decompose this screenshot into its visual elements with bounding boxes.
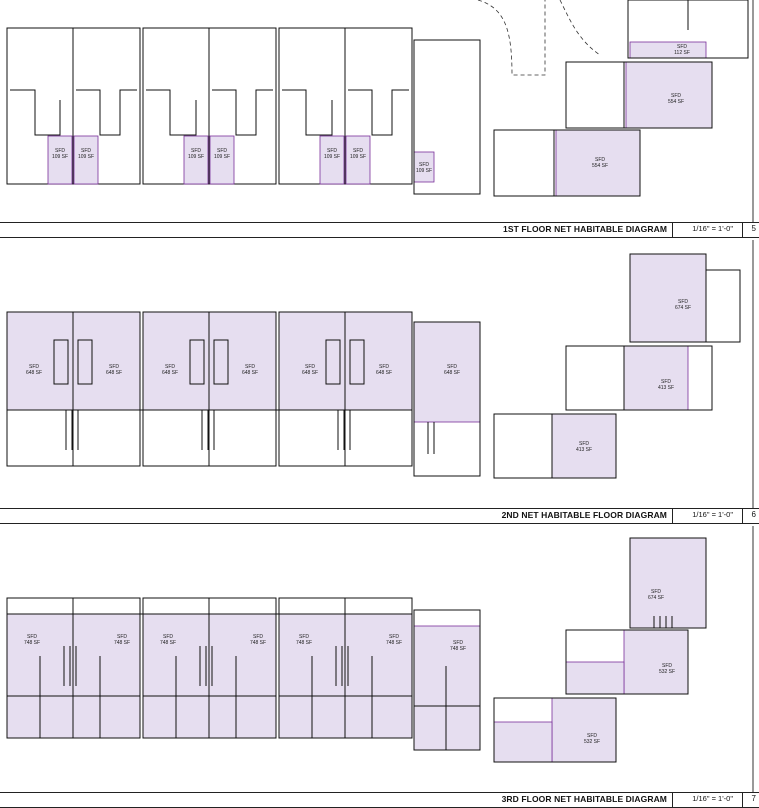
habitable-areas-1 <box>47 41 713 197</box>
unit-label: SFD <box>651 589 661 595</box>
scale-label: 1/16" = 1'-0" <box>692 510 733 519</box>
unit-area: 413 SF <box>576 447 592 453</box>
unit-area: 674 SF <box>675 305 691 311</box>
unit-area: 748 SF <box>450 646 466 652</box>
unit-area: 748 SF <box>250 640 266 646</box>
unit-label: SFD <box>245 364 255 370</box>
unit-labels-2: SFD 648 SF SFD 648 SF SFD 648 SF SFD 648… <box>26 299 691 453</box>
title-block-2: 2ND NET HABITABLE FLOOR DIAGRAM 1/16" = … <box>0 508 759 524</box>
scale-label: 1/16" = 1'-0" <box>692 794 733 803</box>
unit-area: 532 SF <box>659 669 675 675</box>
unit-label: SFD <box>217 148 227 154</box>
unit-area: 748 SF <box>296 640 312 646</box>
unit-label: SFD <box>447 364 457 370</box>
diagram-title: 3RD FLOOR NET HABITABLE DIAGRAM <box>501 794 667 804</box>
scale-label: 1/16" = 1'-0" <box>692 224 733 233</box>
floor-plan-2: SFD 648 SF SFD 648 SF SFD 648 SF SFD 648… <box>6 240 754 508</box>
unit-labels-1: SFD 109 SF SFD 109 SF SFD 109 SF SFD 109… <box>52 44 690 174</box>
unit-area: 109 SF <box>52 154 68 160</box>
unit-area: 109 SF <box>214 154 230 160</box>
unit-label: SFD <box>579 441 589 447</box>
unit-area: 554 SF <box>668 99 684 105</box>
unit-area: 109 SF <box>78 154 94 160</box>
unit-label: SFD <box>327 148 337 154</box>
unit-label: SFD <box>109 364 119 370</box>
unit-area: 648 SF <box>26 370 42 376</box>
habitable-areas-3 <box>6 537 707 763</box>
unit-label: SFD <box>305 364 315 370</box>
unit-label: SFD <box>29 364 39 370</box>
unit-label: SFD <box>677 44 687 50</box>
unit-label: SFD <box>117 634 127 640</box>
floor-diagram-3: SFD 748 SF SFD 748 SF SFD 748 SF SFD 748… <box>0 526 759 808</box>
unit-label: SFD <box>587 733 597 739</box>
unit-area: 109 SF <box>324 154 340 160</box>
unit-area: 674 SF <box>648 595 664 601</box>
unit-label: SFD <box>419 162 429 168</box>
floor-plan-1: SFD 109 SF SFD 109 SF SFD 109 SF SFD 109… <box>6 0 754 222</box>
sheet-number: 6 <box>751 510 756 519</box>
unit-area: 648 SF <box>376 370 392 376</box>
unit-label: SFD <box>678 299 688 305</box>
unit-label: SFD <box>27 634 37 640</box>
unit-area: 648 SF <box>302 370 318 376</box>
unit-labels-3: SFD 748 SF SFD 748 SF SFD 748 SF SFD 748… <box>24 589 675 745</box>
unit-area: 748 SF <box>160 640 176 646</box>
unit-area: 648 SF <box>106 370 122 376</box>
title-block-1: 1ST FLOOR NET HABITABLE DIAGRAM 1/16" = … <box>0 222 759 238</box>
unit-area: 109 SF <box>416 168 432 174</box>
unit-label: SFD <box>299 634 309 640</box>
unit-area: 648 SF <box>444 370 460 376</box>
unit-label: SFD <box>165 364 175 370</box>
townhome-row-1 <box>6 27 413 185</box>
unit-area: 532 SF <box>584 739 600 745</box>
unit-area: 109 SF <box>350 154 366 160</box>
unit-area: 648 SF <box>242 370 258 376</box>
unit-label: SFD <box>191 148 201 154</box>
unit-label: SFD <box>163 634 173 640</box>
unit-label: SFD <box>453 640 463 646</box>
unit-label: SFD <box>253 634 263 640</box>
diagram-title: 2ND NET HABITABLE FLOOR DIAGRAM <box>501 510 667 520</box>
unit-area: 748 SF <box>386 640 402 646</box>
unit-label: SFD <box>81 148 91 154</box>
unit-label: SFD <box>379 364 389 370</box>
unit-area: 112 SF <box>674 50 690 56</box>
floor-diagram-1: SFD 109 SF SFD 109 SF SFD 109 SF SFD 109… <box>0 0 759 238</box>
unit-label: SFD <box>595 157 605 163</box>
diagram-title: 1ST FLOOR NET HABITABLE DIAGRAM <box>503 224 667 234</box>
unit-label: SFD <box>661 379 671 385</box>
unit-label: SFD <box>671 93 681 99</box>
floor-plan-3: SFD 748 SF SFD 748 SF SFD 748 SF SFD 748… <box>6 526 754 792</box>
sheet-number: 5 <box>751 224 756 233</box>
floor-diagram-2: SFD 648 SF SFD 648 SF SFD 648 SF SFD 648… <box>0 240 759 524</box>
unit-area: 109 SF <box>188 154 204 160</box>
unit-label: SFD <box>55 148 65 154</box>
unit-area: 748 SF <box>24 640 40 646</box>
unit-area: 413 SF <box>658 385 674 391</box>
sheet-number: 7 <box>751 794 756 803</box>
unit-label: SFD <box>353 148 363 154</box>
unit-label: SFD <box>389 634 399 640</box>
unit-area: 648 SF <box>162 370 178 376</box>
unit-area: 748 SF <box>114 640 130 646</box>
unit-area: 554 SF <box>592 163 608 169</box>
unit-label: SFD <box>662 663 672 669</box>
